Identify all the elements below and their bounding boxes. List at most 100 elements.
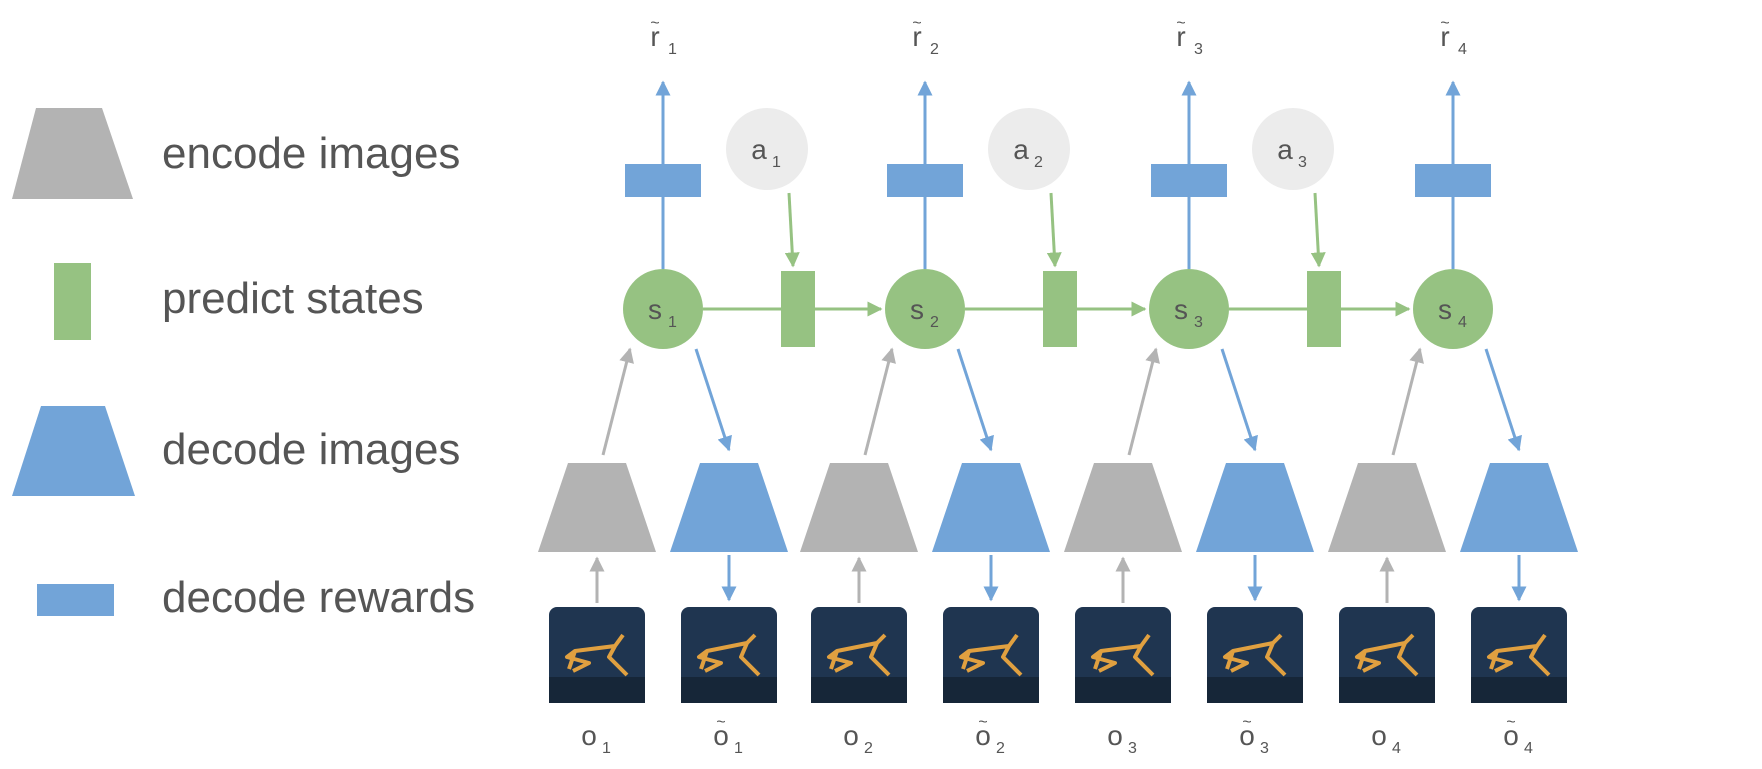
observation-frame-4-floor — [1339, 677, 1435, 703]
reconstruction-label-3-symbol: o — [1239, 720, 1255, 751]
encoder-to-state-arrow-1 — [601, 347, 634, 456]
transition-predictor-3 — [1307, 271, 1341, 347]
observation-label-4-subscript: 4 — [1392, 740, 1401, 757]
reconstruction-frame-4 — [1471, 607, 1567, 703]
reward-decoder-3 — [1151, 164, 1227, 197]
reconstruction-frame-2-floor — [943, 677, 1039, 703]
action-label-1-symbol: a — [751, 134, 767, 165]
reconstruction-frame-3 — [1207, 607, 1303, 703]
legend-label-encode-images: encode images — [162, 129, 460, 178]
observation-frame-3-floor — [1075, 677, 1171, 703]
reward-label-1-subscript: 1 — [668, 41, 677, 58]
encoder-to-state-arrow-4 — [1391, 347, 1424, 456]
reward-label-2-subscript: 2 — [930, 41, 939, 58]
observation-label-1-subscript: 1 — [602, 740, 611, 757]
legend-label-decode-images: decode images — [162, 425, 460, 474]
legend: encode images predict states decode imag… — [12, 108, 475, 622]
encoder-4 — [1328, 463, 1446, 552]
action-label-3-subscript: 3 — [1298, 154, 1307, 171]
reconstruction-frame-4-walker — [1487, 633, 1551, 677]
edges — [589, 80, 1527, 603]
reconstruction-frame-3-walker — [1223, 633, 1287, 677]
observation-label-3-symbol: o — [1107, 720, 1123, 751]
observation-label-4-symbol: o — [1371, 720, 1387, 751]
action-label-3-symbol: a — [1277, 134, 1293, 165]
action-label-2-subscript: 2 — [1034, 154, 1043, 171]
state-label-3-symbol: s — [1174, 294, 1188, 325]
reconstruction-label-1-subscript: 1 — [734, 740, 743, 757]
reconstruction-label-3-subscript: 3 — [1260, 740, 1269, 757]
transition-predictor-2 — [1043, 271, 1077, 347]
reward-decoder-4 — [1415, 164, 1491, 197]
reconstruction-frame-4-floor — [1471, 677, 1567, 703]
reconstruction-label-2-subscript: 2 — [996, 740, 1005, 757]
action-node-1 — [726, 108, 808, 190]
encoder-2 — [800, 463, 918, 552]
state-label-4-subscript: 4 — [1458, 314, 1467, 331]
encoder-to-state-arrow-3 — [1127, 347, 1160, 456]
observation-frame-2-walker — [827, 633, 891, 677]
legend-decoder-trapezoid — [12, 406, 135, 496]
reward-label-3-symbol: r — [1176, 21, 1185, 52]
reward-label-4-tilde: ~ — [1440, 15, 1449, 32]
reward-label-4-symbol: r — [1440, 21, 1449, 52]
reward-label-2-tilde: ~ — [912, 15, 921, 32]
state-label-1-symbol: s — [648, 294, 662, 325]
observation-frame-2-floor — [811, 677, 907, 703]
action-arrow-1 — [784, 192, 800, 268]
observation-frame-3-walker — [1091, 633, 1155, 677]
reconstruction-label-3-tilde: ~ — [1242, 714, 1251, 731]
reward-label-4-subscript: 4 — [1458, 41, 1467, 58]
reconstruction-frame-1-walker — [697, 633, 761, 677]
reconstruction-label-4-symbol: o — [1503, 720, 1519, 751]
encoder-3 — [1064, 463, 1182, 552]
legend-label-decode-rewards: decode rewards — [162, 573, 475, 622]
action-arrow-3 — [1310, 192, 1326, 268]
observation-label-3-subscript: 3 — [1128, 740, 1137, 757]
state-node-1 — [623, 269, 703, 349]
legend-state-bar — [54, 263, 91, 340]
decoder-2 — [932, 463, 1050, 552]
action-arrow-2 — [1046, 192, 1062, 268]
reconstruction-frame-2-walker — [959, 633, 1023, 677]
state-to-decoder-arrow-3 — [1220, 348, 1258, 452]
reward-decoder-2 — [887, 164, 963, 197]
observation-frame-4 — [1339, 607, 1435, 703]
legend-label-predict-states: predict states — [162, 274, 424, 323]
observation-label-2-symbol: o — [843, 720, 859, 751]
state-to-decoder-arrow-4 — [1484, 348, 1522, 452]
state-label-2-subscript: 2 — [930, 314, 939, 331]
reconstruction-label-4-subscript: 4 — [1524, 740, 1533, 757]
reward-label-1-tilde: ~ — [650, 15, 659, 32]
reward-label-3-tilde: ~ — [1176, 15, 1185, 32]
observation-label-1-symbol: o — [581, 720, 597, 751]
observation-label-2-subscript: 2 — [864, 740, 873, 757]
reconstruction-frame-3-floor — [1207, 677, 1303, 703]
state-to-decoder-arrow-1 — [694, 348, 732, 452]
decoder-4 — [1460, 463, 1578, 552]
action-node-3 — [1252, 108, 1334, 190]
reconstruction-label-2-tilde: ~ — [978, 714, 987, 731]
state-label-3-subscript: 3 — [1194, 314, 1203, 331]
observation-frame-3 — [1075, 607, 1171, 703]
observation-frame-2 — [811, 607, 907, 703]
reward-label-3-subscript: 3 — [1194, 41, 1203, 58]
state-label-1-subscript: 1 — [668, 314, 677, 331]
legend-encoder-trapezoid — [12, 108, 133, 199]
action-label-2-symbol: a — [1013, 134, 1029, 165]
transition-predictor-1 — [781, 271, 815, 347]
state-to-decoder-arrow-2 — [956, 348, 994, 452]
